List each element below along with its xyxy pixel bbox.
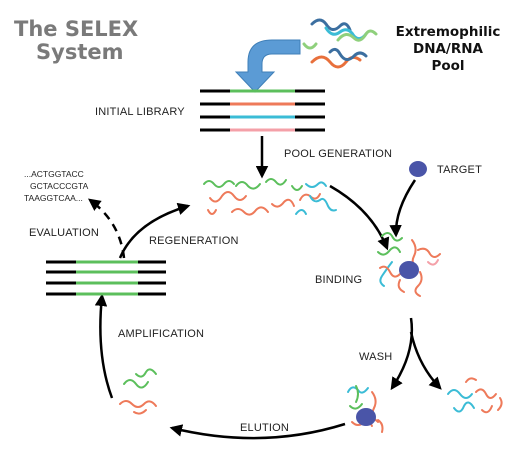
sequence-line-2: GCTACCCGTA: [30, 181, 89, 191]
pool-line-1: Extremophilic: [395, 24, 501, 40]
amplification-label: AMPLIFICATION: [118, 328, 205, 340]
regeneration-label: REGENERATION: [149, 235, 239, 247]
target-to-binding-arrow: [389, 179, 417, 238]
pool-generation-strands: [203, 178, 337, 216]
sequence-line-1: ...ACTGGTACC: [24, 169, 84, 179]
evaluation-arrow: [87, 198, 126, 259]
sequence-line-3: TAAGGTCAA...: [24, 193, 83, 203]
title-line-1: The SELEX: [14, 17, 139, 41]
pool-to-binding-arrow: [329, 184, 390, 251]
regeneration-arrow: [118, 202, 191, 259]
pool-strands-icon: [302, 18, 378, 69]
washed-strands: [447, 377, 503, 414]
pool-line-3: Pool: [431, 58, 465, 74]
pool-generation-label: POOL GENERATION: [284, 148, 393, 160]
sequence-list: ...ACTGGTACC GCTACCCGTA TAAGGTCAA...: [24, 168, 88, 204]
initial-library-strands: [200, 89, 325, 132]
elution-label: ELUTION: [240, 422, 290, 434]
elution-arrow: [169, 422, 346, 440]
amplified-library-strands: [46, 260, 166, 296]
binding-cluster: [377, 232, 441, 297]
wash-label: WASH: [359, 351, 393, 363]
evaluation-label: EVALUATION: [29, 227, 100, 239]
target-icon: [409, 161, 427, 177]
wash-discard-arrow: [409, 331, 442, 390]
pool-line-2: DNA/RNA: [412, 41, 484, 57]
diagram-title: The SELEX System: [14, 18, 138, 64]
initial-library-label: INITIAL LIBRARY: [95, 106, 185, 118]
binding-label: BINDING: [315, 274, 363, 286]
eluted-target-icon: [356, 408, 376, 426]
wash-arrow: [390, 317, 414, 391]
eluted-strands: [119, 368, 157, 415]
bound-target-icon: [399, 261, 419, 279]
big-curved-arrow-icon: [234, 39, 301, 93]
pool-label: Extremophilic DNA/RNA Pool: [384, 24, 512, 75]
target-label: TARGET: [437, 164, 482, 176]
amplification-arrow: [94, 293, 114, 399]
title-line-2: System: [36, 40, 124, 64]
